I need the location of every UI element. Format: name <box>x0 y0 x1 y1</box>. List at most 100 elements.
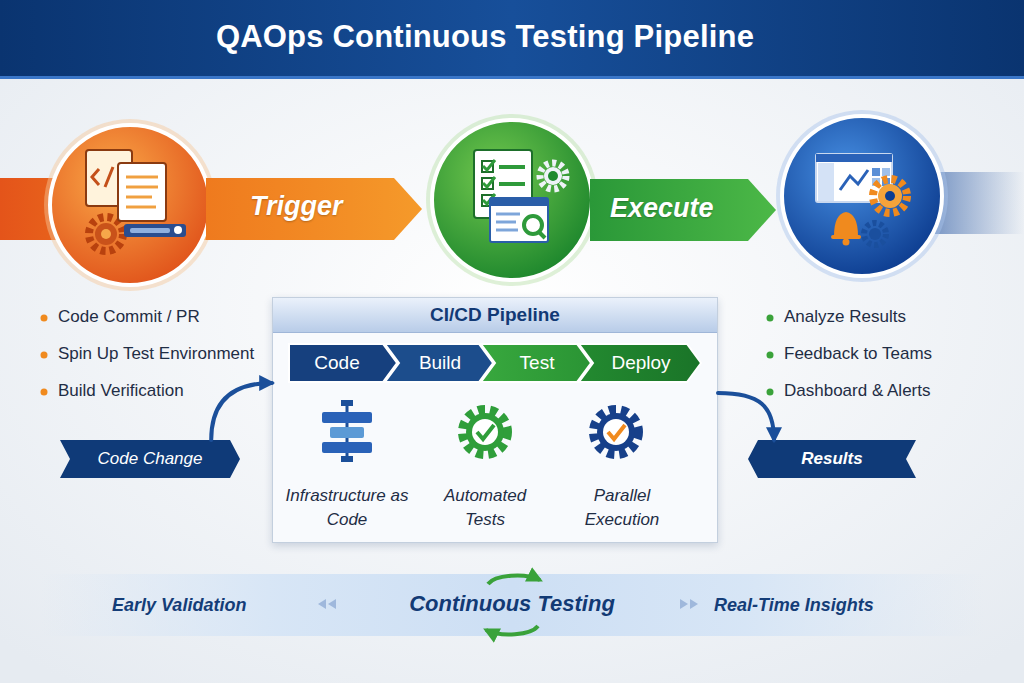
cycle-arrow <box>486 626 538 634</box>
bullet-dot <box>41 352 48 359</box>
chevron-mark <box>328 599 336 609</box>
dashboard-icon <box>864 223 886 245</box>
stage-circle <box>44 110 948 291</box>
chevron-label: Code <box>289 344 385 382</box>
stage-circle <box>782 116 942 276</box>
node-shape <box>206 178 422 240</box>
dashboard-icon <box>872 168 880 176</box>
parallel-gear-icon <box>594 410 638 454</box>
checklist-icon <box>544 167 562 185</box>
bullet-dot <box>767 352 774 359</box>
checklist-icon <box>496 213 520 216</box>
checklist-icon <box>499 182 525 186</box>
checklist-icon <box>539 232 545 238</box>
node-shape <box>748 440 916 478</box>
test-gear-icon <box>463 410 507 454</box>
code-icon <box>124 224 186 237</box>
bullet-dot <box>41 315 48 322</box>
stage-chevron: Code <box>289 344 397 382</box>
parallel-gear-icon <box>608 425 625 439</box>
chevron-mark <box>318 599 698 609</box>
node-shape <box>579 344 701 382</box>
node-shape <box>590 179 776 241</box>
checklist-icon <box>483 177 495 187</box>
band-text: Early Validation <box>112 595 246 616</box>
checklist-icon <box>496 221 516 224</box>
cycle-arrow <box>488 576 540 584</box>
parallel-gear-icon <box>594 410 638 454</box>
dashboard-icon <box>834 212 858 236</box>
chevron-label: Deploy <box>589 344 693 382</box>
checklist-icon <box>490 198 548 242</box>
code-icon <box>92 169 99 185</box>
ribbon-label: Results <box>748 440 916 478</box>
execute-band: Execute <box>590 178 778 242</box>
test-gear-icon <box>463 410 507 454</box>
cycle-arrow <box>486 576 540 635</box>
chevron-label: Test <box>491 344 583 382</box>
iac-icon <box>341 400 353 406</box>
dashboard-icon <box>885 191 895 201</box>
code-icon <box>126 206 156 209</box>
checklist-icon <box>496 229 518 232</box>
code-icon <box>130 228 170 233</box>
dashboard-icon <box>840 170 868 190</box>
checklist-icon <box>524 216 542 234</box>
code-icon <box>174 226 182 234</box>
header-bar <box>0 0 1024 76</box>
band-heading: Continuous Testing <box>352 591 672 617</box>
stage-circle <box>426 114 598 286</box>
dashboard-icon <box>878 184 902 208</box>
stage-chevron: Test <box>481 344 591 382</box>
code-icon <box>101 229 111 239</box>
stage-circle <box>432 120 592 280</box>
iac-icon <box>330 427 364 438</box>
chevron-mark <box>690 599 698 609</box>
chevron-mark <box>318 599 326 609</box>
flow-connector <box>211 383 272 440</box>
bullet-text: Code Commit / PR <box>58 307 200 327</box>
box-heading: CI/CD Pipeline <box>273 298 717 333</box>
code-icon <box>126 186 158 189</box>
code-icon <box>95 223 117 245</box>
test-gear-icon <box>466 413 504 451</box>
pipeline-box: CI/CD PipelineCode BuildTestDeploy <box>272 297 718 543</box>
ribbon-label: Code Change <box>60 440 240 478</box>
chevron-label: Build <box>395 344 485 382</box>
node-shape <box>385 344 493 382</box>
flow-connector <box>718 393 774 440</box>
node-shape <box>60 440 240 478</box>
dashboard-icon <box>882 168 890 176</box>
bullet-dot <box>767 315 774 322</box>
iac-icon <box>322 442 372 453</box>
dashboard-icon <box>816 154 892 162</box>
header-bar <box>0 0 1024 79</box>
iac-icon <box>322 400 372 462</box>
node-shape <box>481 344 591 382</box>
code-icon <box>126 196 152 199</box>
checklist-icon <box>548 171 558 181</box>
node-shape <box>289 344 397 382</box>
checklist-icon <box>483 160 495 170</box>
dashboard-icon <box>873 179 907 213</box>
parallel-gear-icon <box>603 419 629 445</box>
bullet-text: Analyze Results <box>784 307 906 327</box>
stage-circle <box>50 125 210 285</box>
iac-icon <box>346 404 349 460</box>
band-text: Real-Time Insights <box>714 595 874 616</box>
checklist-icon <box>540 163 566 189</box>
test-gear-icon <box>477 425 494 439</box>
bullet-text: Build Verification <box>58 381 184 401</box>
checklist-icon <box>490 198 548 206</box>
bullet-text: Feedback to Teams <box>784 344 932 364</box>
dashboard-icon <box>843 239 850 246</box>
icon-caption: Parallel Execution <box>572 484 672 532</box>
page-title: QAOps Continuous Testing Pipeline <box>0 19 970 55</box>
test-gear-icon <box>472 419 498 445</box>
dashboard-icon <box>818 163 834 201</box>
code-icon <box>126 176 158 179</box>
ribbon-tag: Results <box>748 440 916 478</box>
